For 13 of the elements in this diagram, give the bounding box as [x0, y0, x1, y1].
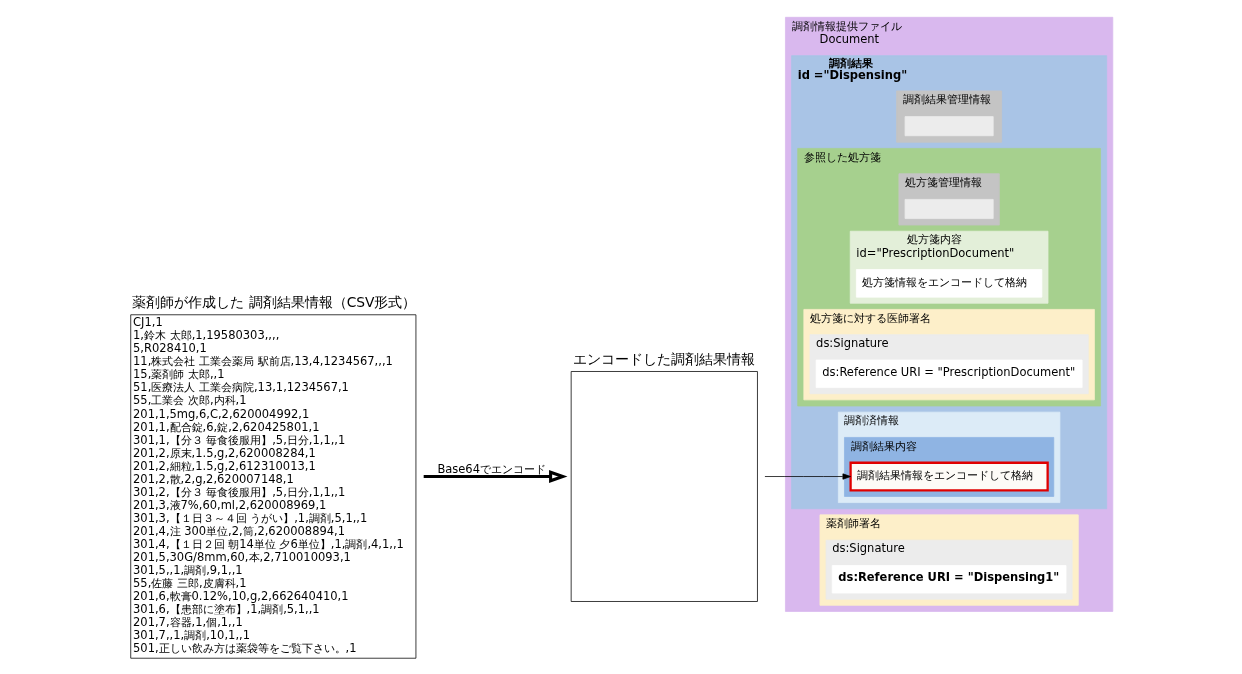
node-label: 薬剤師が作成した 調剤結果情報（CSV形式）	[132, 294, 417, 311]
edge-label: Base64でエンコード	[437, 461, 546, 476]
node-box: CJ1,1 1,鈴木 太郎,1,19580303,,,, 5,R028410,1 11,株式会社 工業会薬局 駅前店,13,4,1234567,,,1 15,薬剤師 太郎,,1 51,医療法人 工業会病院,13,1,1234567,1 55,工業会 次郎,内科,1 201,1,5mg,6,C,2,620004992,1 201,1,配合錠,6,錠,2,620425801,1 301,1,【分３ 毎食後服用】,5,日分,1,1,,1 201,2,原末,1.5,g,2,620008284,1 201,2,細粒,1.5,g,2,612310013,1 201,2,散,2,g,2,620007148,1 301,2,【分３ 毎食後服用】,5,日分,1,1,,1 201,3,液7%,60,ml,2,620008969,1 301,3,【１日３～４回 うがい】,1,調剤,5,1,,1 201,4,注 300単位,2,筒,2,620008894,1 301,4,【１日２回 朝14単位 夕6単位】,1,調剤,4,1,,1 201,5,30G/8mm,60,本,2,710010093,1 301,5,,1,調剤,9,1,,1 55,佐藤 三郎,皮膚科,1 201,6,軟膏0.12%,10,g,2,662640410,1 301,6,【患部に塗布】,1,調剤,5,1,,1 201,7,容器,1,個,1,,1 301,7,,1,調剤,10,1,,1 501,正しい飲み方は薬袋等をご覧下さい。,1	[130, 314, 417, 659]
node-box: 調剤結果情報をエンコードして格納	[849, 461, 1049, 492]
node-box: 処方箋情報をエンコードして格納	[855, 269, 1043, 298]
cluster: 処方箋管理情報	[898, 173, 1000, 226]
node-box	[904, 116, 994, 137]
node-box	[904, 199, 994, 219]
arrow	[423, 470, 568, 483]
node-box	[570, 371, 758, 602]
arrow	[764, 473, 851, 480]
cluster: 調剤結果管理情報	[896, 90, 1003, 143]
node-label: エンコードした調剤結果情報	[572, 351, 755, 368]
